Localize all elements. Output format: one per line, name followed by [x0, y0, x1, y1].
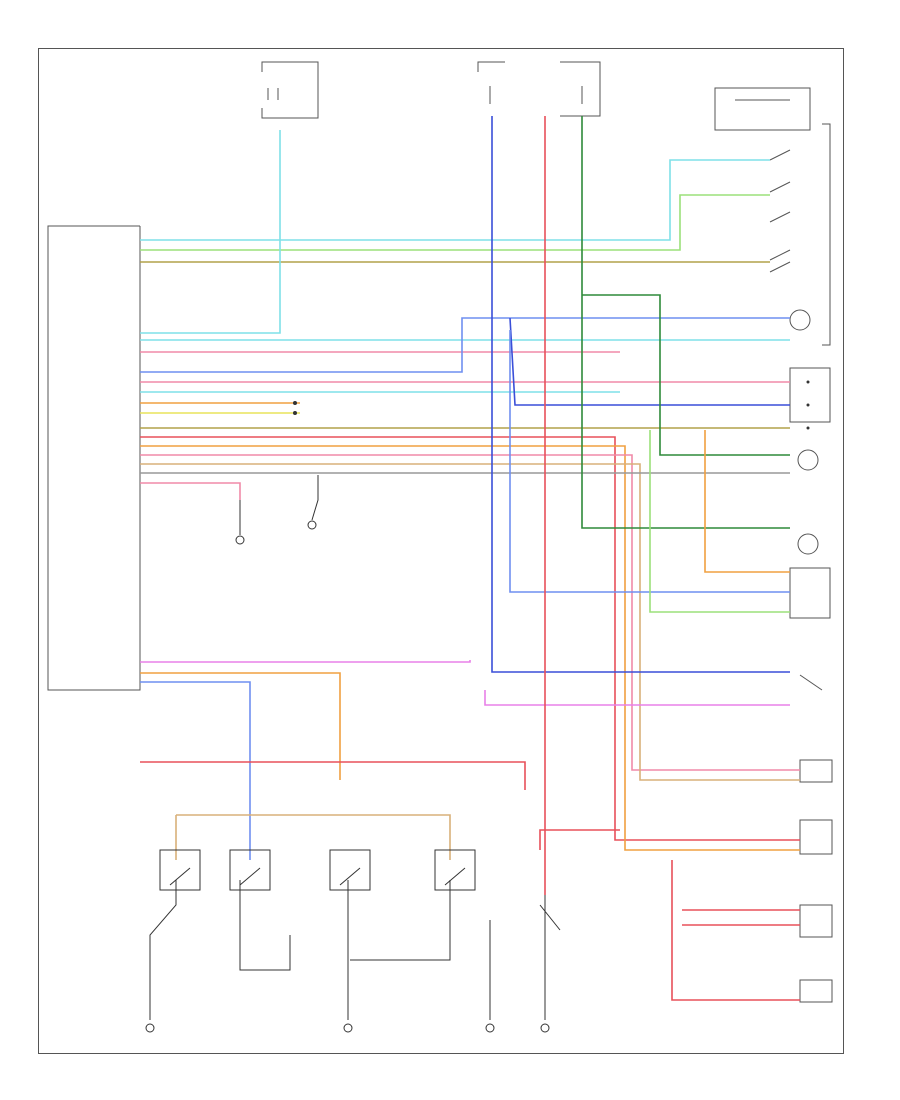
fuse-box-left	[261, 61, 319, 119]
wire-red-4	[671, 860, 800, 1001]
wire-pink-4	[140, 482, 241, 500]
ignition-switch-box	[714, 87, 811, 131]
wire-red-7	[539, 829, 620, 850]
wire-green-1	[140, 194, 770, 251]
wire-lt-green-2	[649, 430, 790, 613]
wire-orange-4	[140, 672, 341, 780]
wire-blue-4	[491, 116, 790, 673]
fuse-box-mid	[477, 61, 601, 117]
ground-wires	[149, 475, 561, 1020]
wire-tan-1	[140, 463, 800, 781]
wire-blue-1	[140, 317, 790, 373]
wire-red-1	[140, 436, 800, 841]
wire-red-2	[140, 761, 526, 790]
module-box	[47, 225, 141, 691]
wire-orange-3	[704, 430, 790, 573]
wire-cyan-2	[140, 130, 281, 334]
wire-harness	[140, 116, 800, 1001]
connector-dots	[293, 380, 810, 430]
switch-column	[769, 123, 833, 1003]
wire-blue-2	[509, 317, 790, 406]
wire-tan-3	[176, 814, 451, 860]
ground-symbols	[145, 520, 550, 1033]
wire-pink-3	[140, 454, 800, 771]
wire-dkgreen-2	[581, 116, 790, 529]
wire-dkgreen-1	[582, 294, 790, 456]
wire-lt-blue-2	[509, 330, 790, 593]
wire-blue-3	[140, 681, 251, 860]
bottom-switches	[159, 849, 476, 891]
wire-magenta-1	[140, 660, 471, 663]
wire-cyan-1	[140, 159, 770, 241]
wire-orange-2	[140, 445, 800, 851]
diagram-frame	[38, 48, 844, 1054]
wire-magenta-2	[484, 690, 790, 706]
